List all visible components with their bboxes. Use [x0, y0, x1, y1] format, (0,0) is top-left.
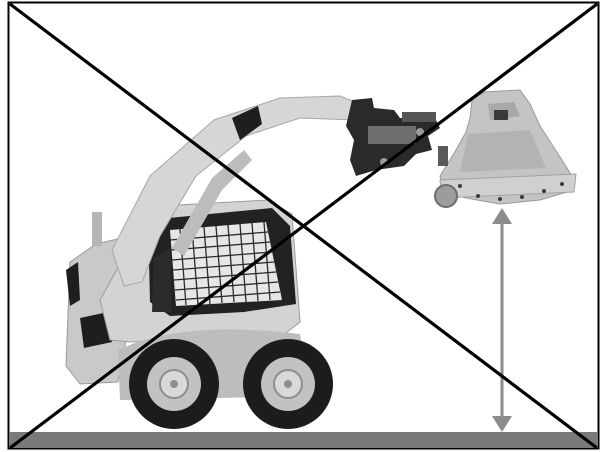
ground-strip	[9, 432, 598, 448]
rear-wheel-icon	[243, 339, 333, 429]
front-wheel-icon	[129, 339, 219, 429]
